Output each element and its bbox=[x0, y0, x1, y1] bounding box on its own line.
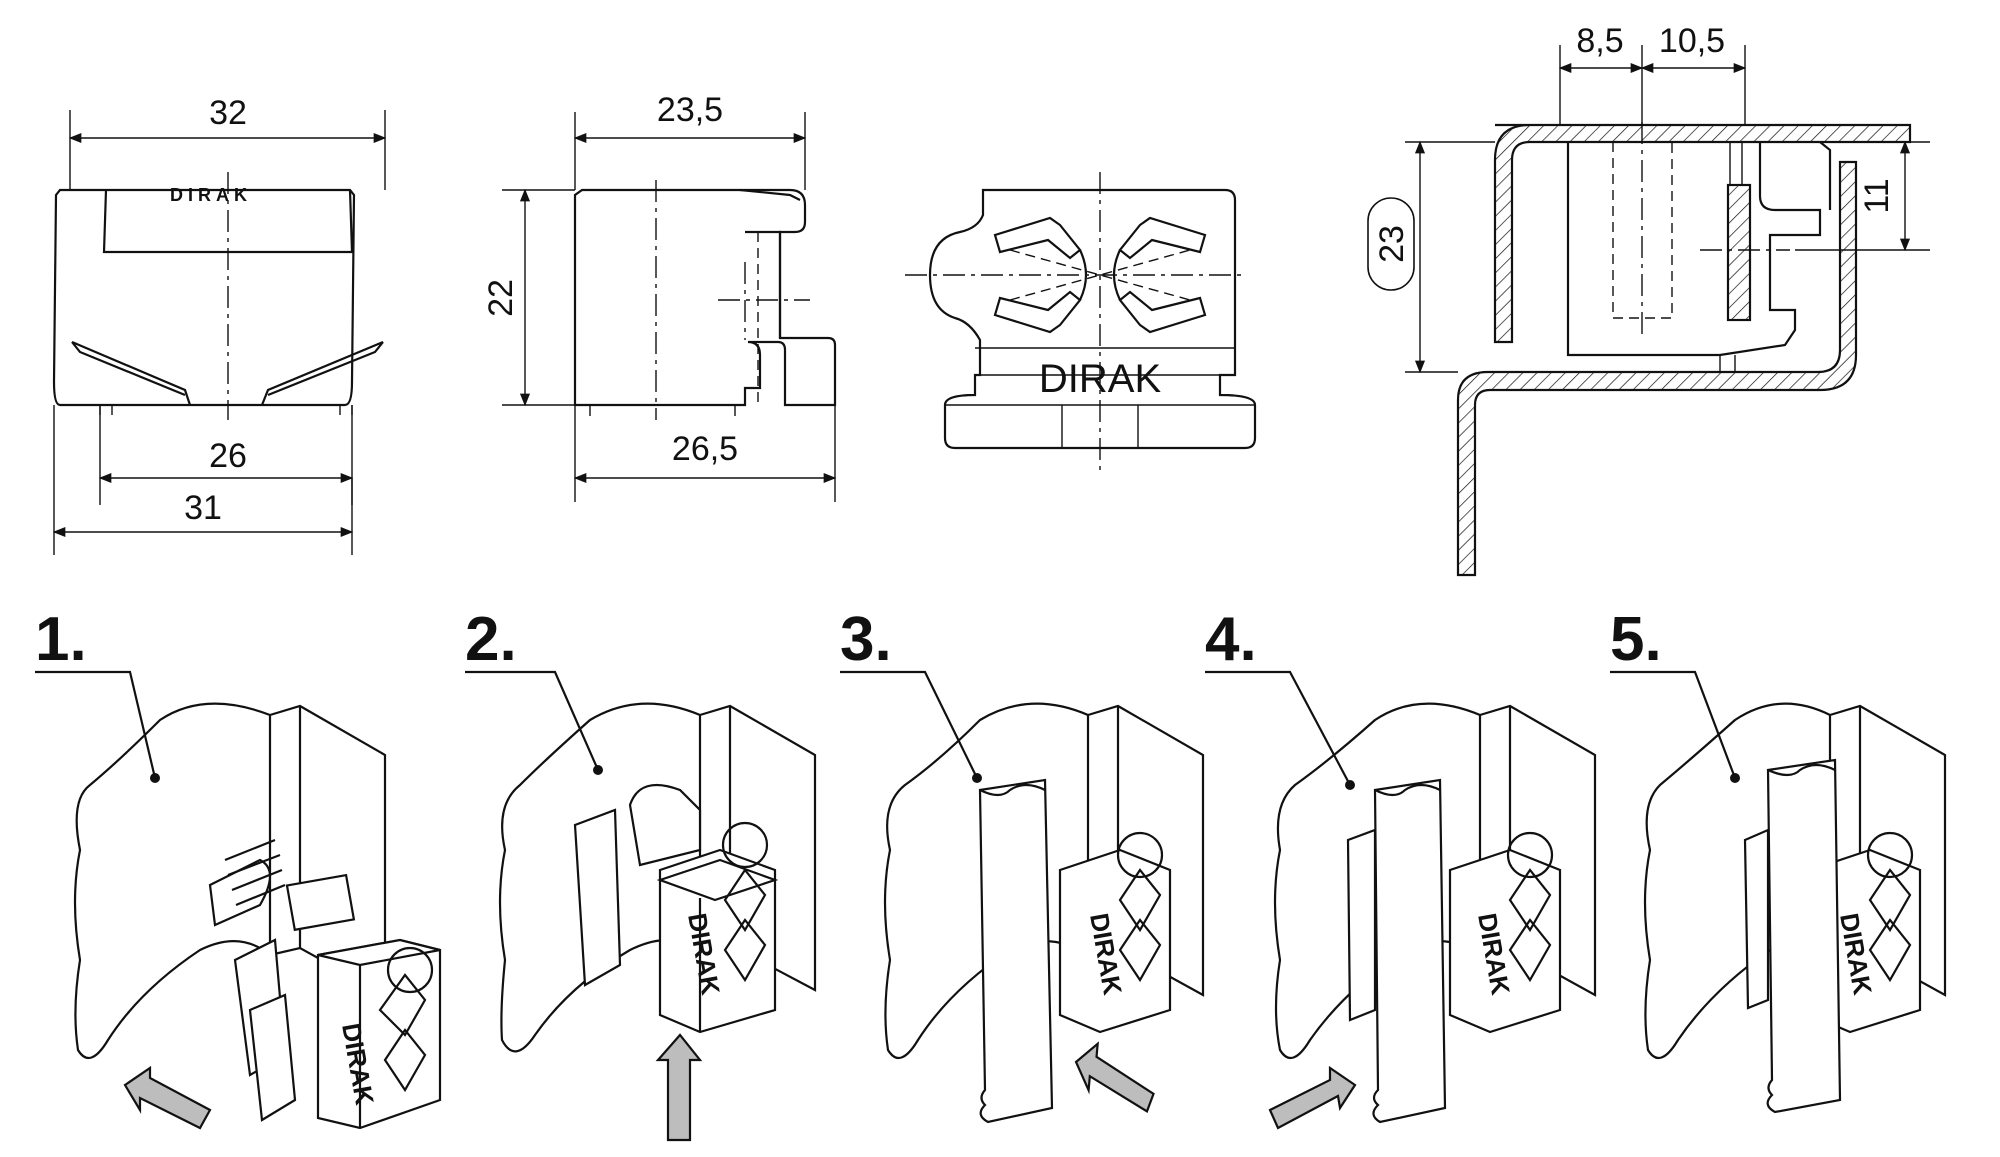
step-2-illustration: DIRAK bbox=[465, 670, 817, 1142]
step-1-label: 1. bbox=[35, 605, 87, 674]
dim-front-width-bottom: 31 bbox=[184, 489, 222, 527]
top-view: DIRAK bbox=[905, 172, 1257, 470]
dim-section-offset-left: 8,5 bbox=[1576, 22, 1623, 60]
step-4-illustration: DIRAK bbox=[1205, 670, 1597, 1130]
step-3-illustration: DIRAK bbox=[840, 670, 1205, 1124]
step-4-label: 4. bbox=[1205, 605, 1257, 674]
dim-section-gap: 11 bbox=[1858, 178, 1896, 213]
step-2-label: 2. bbox=[465, 605, 517, 674]
front-view: DIRAK 32 26 31 bbox=[52, 94, 387, 555]
front-logo-text: DIRAK bbox=[170, 185, 252, 205]
step-5-illustration: DIRAK bbox=[1610, 670, 1947, 1114]
step-labels: 1. 2. 3. 4. 5. bbox=[35, 605, 1662, 674]
step-5-label: 5. bbox=[1610, 605, 1662, 674]
dim-side-depth-bottom: 26,5 bbox=[672, 430, 738, 468]
dim-front-width-top: 32 bbox=[209, 94, 247, 132]
section-view: 8,5 10,5 23 11 bbox=[1367, 22, 1930, 577]
dim-section-offset-right: 10,5 bbox=[1659, 22, 1725, 60]
step-1-illustration: DIRAK bbox=[35, 670, 442, 1130]
top-logo-text: DIRAK bbox=[1039, 357, 1162, 401]
dim-side-height: 22 bbox=[482, 279, 520, 317]
dim-front-width-inner: 26 bbox=[209, 437, 247, 475]
dim-section-height: 23 bbox=[1373, 225, 1411, 263]
step-3-label: 3. bbox=[840, 605, 892, 674]
side-view: 23,5 22 26,5 bbox=[482, 91, 837, 502]
dim-side-depth-top: 23,5 bbox=[657, 91, 723, 129]
